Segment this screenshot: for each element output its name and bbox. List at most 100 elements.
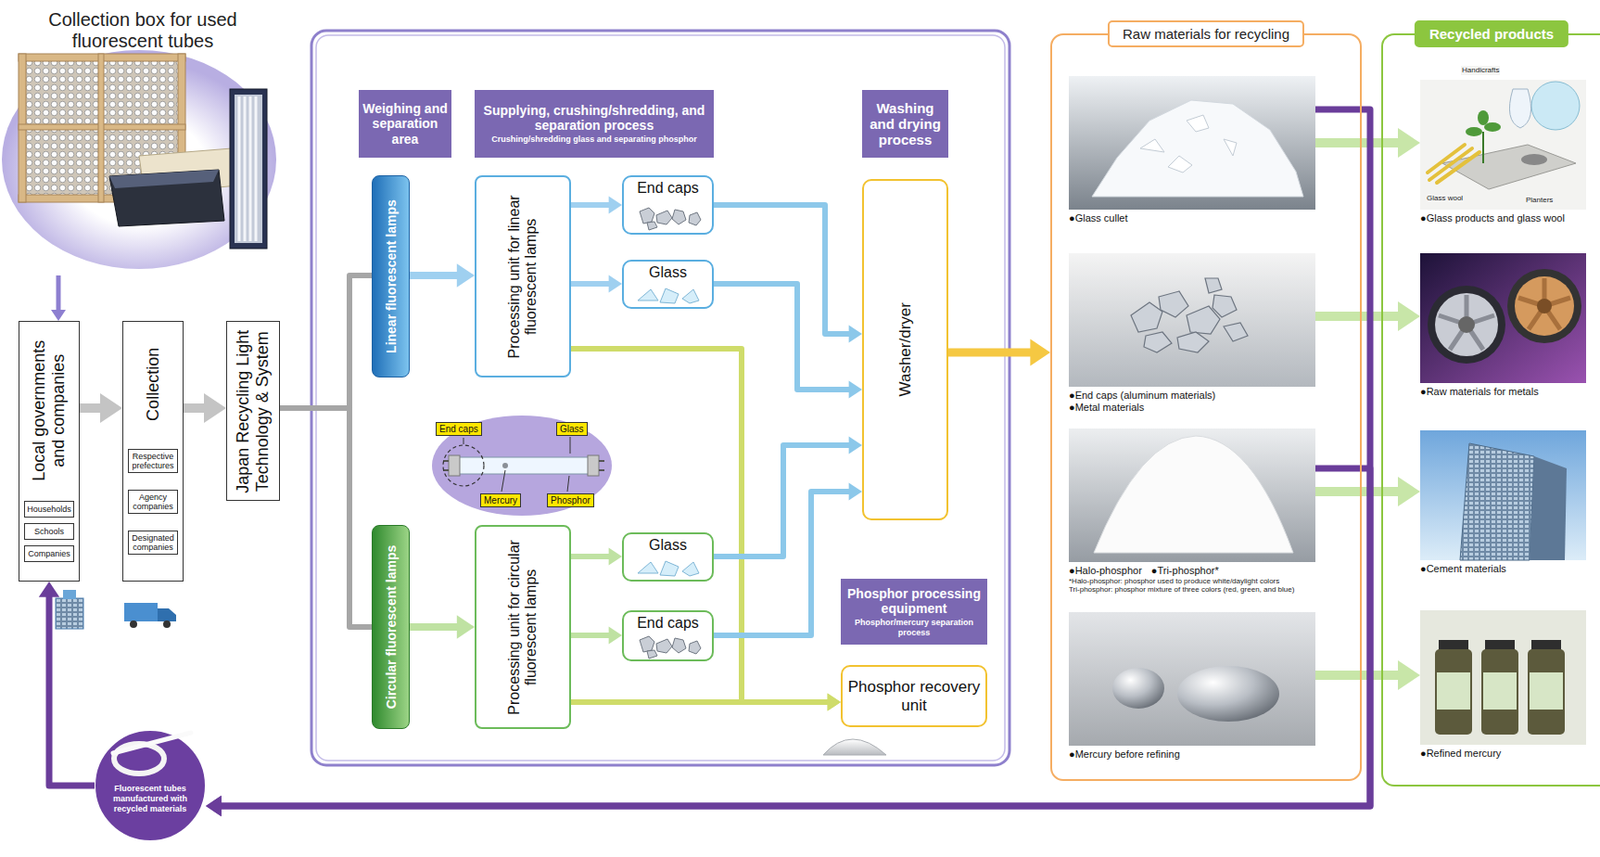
recycled-product-photos-part bbox=[1482, 131, 1485, 164]
material-item: ●Halo-phosphor●Tri-phosphor**Halo-phosph… bbox=[1068, 428, 1316, 595]
connector-line bbox=[571, 348, 829, 702]
output-box: End caps bbox=[622, 609, 714, 661]
product-item-text: ●Glass products and glass wool bbox=[1420, 212, 1587, 225]
arrow-head bbox=[203, 393, 227, 423]
stage-header: Supplying, crushing/shredding, and separ… bbox=[474, 89, 714, 158]
connector-line bbox=[1315, 311, 1399, 321]
organization-box-text: Japan Recycling Light Technology & Syste… bbox=[233, 327, 272, 495]
stage-header: Weighing and separation area bbox=[358, 89, 452, 158]
material-item: ●Glass cullet bbox=[1068, 76, 1316, 225]
collection-box-illustration-part bbox=[229, 88, 267, 249]
arrow-head bbox=[849, 482, 863, 500]
small-box-icons-part-part bbox=[660, 288, 679, 304]
raw-material-photos-part bbox=[1112, 667, 1165, 709]
raw-material-photos-part bbox=[1068, 76, 1316, 210]
truck-icon bbox=[124, 602, 177, 628]
products-panel-text: Recycled products bbox=[1414, 20, 1569, 48]
product-item-text: ●Cement materials bbox=[1420, 562, 1587, 575]
flow-connector bbox=[571, 195, 623, 214]
material-item-text: *Halo-phosphor: phosphor used to produce… bbox=[1068, 576, 1316, 585]
recovery-box-text: Phosphor recovery unit bbox=[846, 677, 982, 714]
small-box-icons-part-part bbox=[682, 289, 699, 304]
output-box-text: End caps bbox=[636, 614, 699, 632]
material-item-text: ●Mercury before refining bbox=[1068, 748, 1316, 761]
callout-label: Mercury bbox=[480, 493, 521, 508]
raw-material-photos-part bbox=[1092, 100, 1304, 197]
lamp-illustration-part bbox=[502, 462, 508, 469]
building-icon-part bbox=[63, 589, 77, 599]
raw-material-photos-part-part bbox=[1143, 331, 1172, 353]
product-item-text: ●Refined mercury bbox=[1420, 747, 1587, 760]
flow-connector bbox=[713, 283, 863, 399]
small-box-icons bbox=[637, 207, 701, 659]
sub-box: Companies bbox=[24, 545, 75, 562]
illustration-heading-text: Collection box for used fluorescent tube… bbox=[14, 9, 271, 52]
raw-material-photos-part bbox=[1140, 114, 1237, 173]
connector-line bbox=[713, 283, 851, 390]
arrow-head bbox=[849, 435, 863, 454]
connector-line bbox=[571, 698, 829, 705]
output-box: Glass bbox=[622, 532, 714, 582]
arrow-head bbox=[609, 546, 623, 565]
stage-header-text: Crushing/shredding glass and separating … bbox=[491, 134, 698, 144]
recycled-tube-circle bbox=[94, 729, 206, 841]
process-area-frame bbox=[311, 30, 1010, 765]
washer-box: Washer/dryer bbox=[862, 178, 949, 521]
flow-connector bbox=[409, 263, 475, 288]
recycled-product-photos-part bbox=[1514, 276, 1575, 336]
output-box: End caps bbox=[622, 175, 714, 235]
arrow-head bbox=[609, 195, 623, 214]
sub-box-text: Households bbox=[26, 504, 72, 514]
material-item-text: ●Halo-phosphor bbox=[1068, 564, 1143, 577]
recycled-product-photos-part bbox=[1434, 648, 1565, 735]
flow-connector bbox=[50, 275, 66, 321]
flow-connector bbox=[79, 393, 123, 423]
small-box-icons-part bbox=[637, 560, 699, 576]
lamp-type-band-text: Circular fluorescent lamps bbox=[382, 531, 398, 723]
recycled-product-photos-part-part bbox=[1481, 648, 1519, 735]
collection-box-illustration-part bbox=[109, 169, 225, 227]
callout-label: Phosphor bbox=[546, 493, 595, 508]
output-box: Glass bbox=[622, 259, 714, 309]
stage-header-text: Phosphor/mercury separation process bbox=[844, 617, 984, 637]
product-item: ●Cement materials bbox=[1420, 430, 1587, 575]
sub-box: Respective prefectures bbox=[127, 448, 178, 473]
collection-box-illustration-part bbox=[1, 50, 277, 269]
arrow-head bbox=[849, 324, 863, 343]
connector-line bbox=[713, 204, 851, 334]
raw-material-photos-part-part bbox=[1212, 294, 1237, 318]
arrow-head bbox=[609, 274, 623, 293]
raw-material-photos-part-part bbox=[1205, 278, 1222, 293]
sub-box-text: Designated companies bbox=[129, 533, 177, 552]
connector-line bbox=[220, 468, 1371, 806]
raw-material-photos-part-part bbox=[1186, 114, 1209, 132]
product-item-text: ●Raw materials for metals bbox=[1420, 385, 1587, 398]
recycled-product-photos-part bbox=[1536, 298, 1552, 314]
photo-label: Handicrafts bbox=[1460, 65, 1500, 76]
small-box-icons-part-part bbox=[682, 561, 699, 576]
flow-connector bbox=[713, 204, 863, 343]
small-box-icons-part-part bbox=[672, 209, 686, 225]
materials-panel-text: Raw materials for recycling bbox=[1107, 20, 1305, 48]
recycled-product-photos-part bbox=[1436, 672, 1563, 710]
raw-material-photos-part bbox=[1093, 435, 1294, 553]
small-box-icons-part-part bbox=[656, 210, 673, 225]
stage-header: Washing and drying process bbox=[862, 89, 949, 158]
washer-box-text: Washer/dryer bbox=[896, 186, 915, 513]
small-box-icons-part-part bbox=[637, 289, 659, 301]
connector-line bbox=[571, 280, 610, 287]
raw-material-photos-part bbox=[1068, 428, 1316, 562]
lamp-illustration-part bbox=[448, 455, 460, 476]
recycled-tube-circle-part bbox=[94, 729, 206, 841]
raw-material-photos-part-part bbox=[1168, 155, 1193, 173]
flow-connector bbox=[571, 274, 623, 293]
arrow-head bbox=[1397, 127, 1421, 158]
arrow-head bbox=[827, 692, 841, 711]
actor-box-text: Local governments and companies bbox=[29, 327, 68, 493]
stage-header-text: Washing and drying process bbox=[865, 100, 945, 149]
building-icon-part bbox=[55, 597, 84, 629]
output-box-text: End caps bbox=[636, 179, 699, 197]
arrow-head bbox=[1397, 301, 1421, 331]
photo-label: Planters bbox=[1524, 195, 1554, 205]
